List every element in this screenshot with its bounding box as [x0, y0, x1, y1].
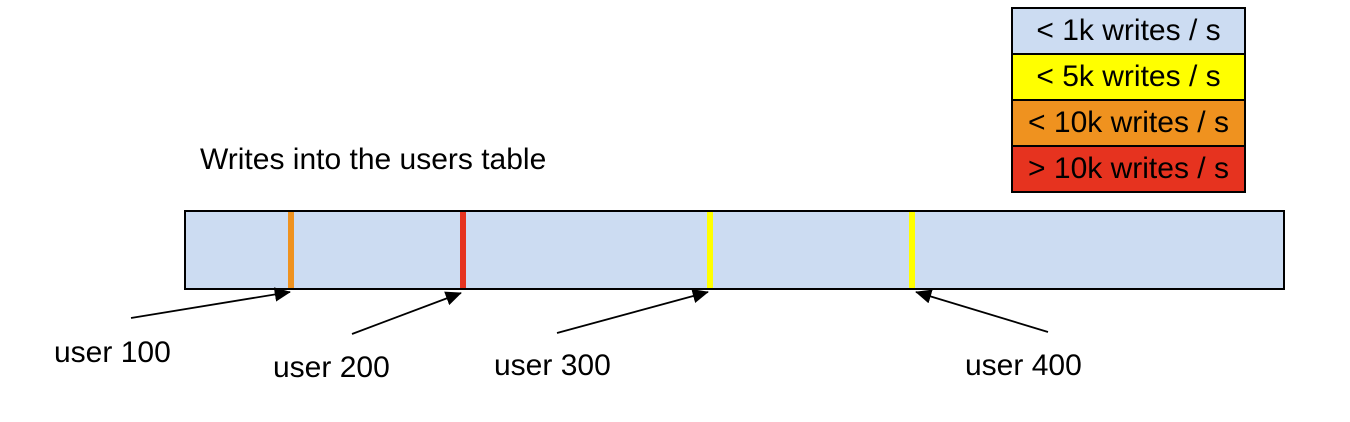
user-label: user 300 [494, 349, 611, 382]
legend-item: < 1k writes / s [1011, 7, 1246, 55]
write-hotspot-marker [909, 212, 915, 288]
legend-item: < 10k writes / s [1011, 99, 1246, 147]
users-table-bar [184, 210, 1285, 290]
pointer-arrow [556, 289, 709, 334]
legend-item-label: > 10k writes / s [1028, 152, 1229, 185]
legend-item: > 10k writes / s [1011, 145, 1246, 193]
write-hotspot-marker [288, 212, 294, 288]
legend: < 1k writes / s < 5k writes / s < 10k writ… [1011, 7, 1246, 193]
pointer-arrow [915, 289, 1049, 333]
legend-item-label: < 10k writes / s [1028, 106, 1229, 139]
user-label: user 400 [965, 349, 1082, 382]
user-label: user 200 [273, 351, 390, 384]
legend-item-label: < 5k writes / s [1036, 60, 1221, 93]
pointer-arrow [130, 287, 291, 319]
legend-item: < 5k writes / s [1011, 53, 1246, 101]
legend-item-label: < 1k writes / s [1036, 14, 1221, 47]
user-label: user 100 [54, 336, 171, 369]
write-hotspot-marker [707, 212, 713, 288]
diagram-title: Writes into the users table [200, 143, 547, 176]
pointer-arrow [351, 291, 462, 335]
write-hotspot-marker [460, 212, 466, 288]
